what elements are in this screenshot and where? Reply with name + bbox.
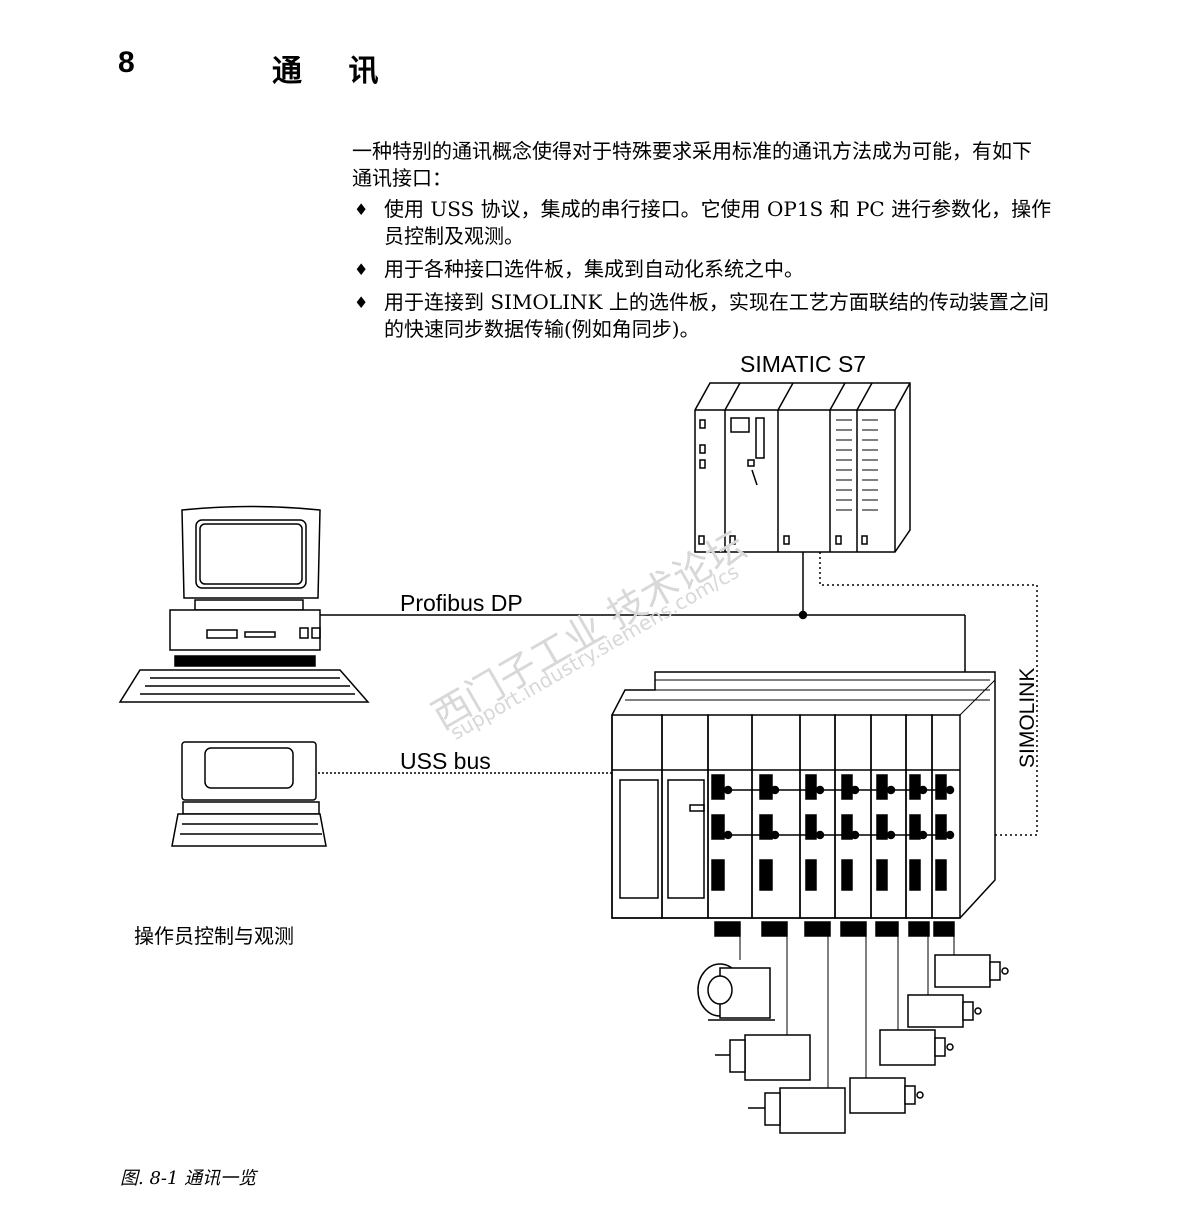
diamond-bullet-icon: ♦ <box>354 260 369 279</box>
chapter-number: 8 <box>118 46 135 79</box>
simatic-s7-label: SIMATIC S7 <box>740 351 867 377</box>
diamond-bullet-icon: ♦ <box>354 293 369 312</box>
intro-paragraph: 一种特别的通讯概念使得对于特殊要求采用标准的通讯方法成为可能，有如下通讯接口： <box>352 139 1032 190</box>
pc-workstation-icon <box>118 505 370 703</box>
operator-caption: 操作员控制与观测 <box>134 924 294 948</box>
diamond-bullet-icon: ♦ <box>354 200 369 219</box>
bullet-list: ♦使用 USS 协议，集成的串行接口。它使用 OP1S 和 PC 进行参数化，操… <box>352 196 1052 349</box>
figure-caption: 图. 8-1 通讯一览 <box>120 1168 257 1189</box>
simolink-label: SIMOLINK <box>1016 668 1039 768</box>
simolink-label-wrap: SIMOLINK <box>1016 668 1039 768</box>
chapter-title: 通 讯 <box>272 54 397 89</box>
induction-motor-icon <box>697 963 775 1021</box>
list-item: ♦用于连接到 SIMOLINK 上的选件板，实现在工艺方面联结的传动装置之间的快… <box>354 290 1049 341</box>
uss-bus-label: USS bus <box>400 748 491 774</box>
profibus-label: Profibus DP <box>400 590 523 616</box>
list-item: ♦用于各种接口选件板，集成到自动化系统之中。 <box>354 257 804 281</box>
simolink-line <box>819 552 1038 836</box>
servo-motor-icon <box>715 954 1009 1134</box>
list-item: ♦使用 USS 协议，集成的串行接口。它使用 OP1S 和 PC 进行参数化，操… <box>354 197 1052 248</box>
simatic-s7-plc-icon <box>694 382 911 553</box>
drive-converter-rack-icon <box>611 671 996 937</box>
operator-panel-icon <box>171 741 327 847</box>
